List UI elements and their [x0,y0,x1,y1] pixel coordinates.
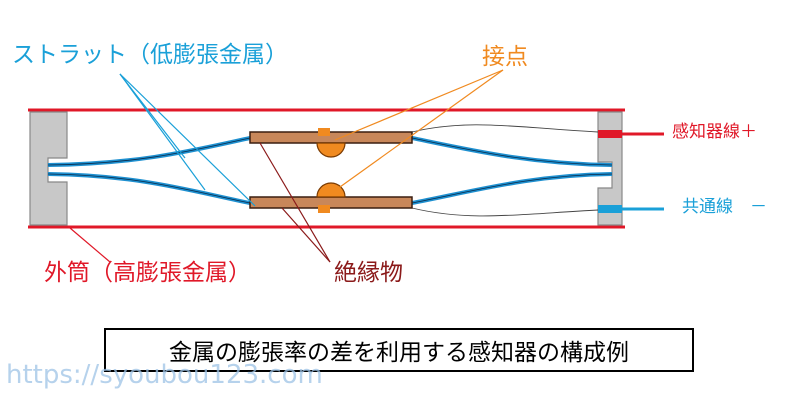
plus-terminal [598,130,622,138]
upper-insulator [249,131,413,144]
insulator-leader-2 [281,207,331,263]
strut-leader-3 [119,73,256,207]
upper-contact [316,142,346,158]
insulator-label: 絶縁物 [334,260,403,286]
strut-leader-1 [119,73,206,191]
caption-text: 金属の膨張率の差を利用する感知器の構成例 [169,340,629,366]
right-end-cap [597,111,623,226]
wire-plus-label: 感知器線＋ [672,122,757,142]
caption-box: 金属の膨張率の差を利用する感知器の構成例 [104,328,694,372]
contact-label: 接点 [482,44,528,70]
strut-label: ストラット（低膨張金属） [12,42,288,68]
lower-insulator [249,196,413,209]
outer-tube-label: 外筒（高膨張金属） [44,260,251,286]
thin-wire-lower [411,207,599,217]
strut-leader-2 [119,73,186,159]
thin-wire-upper [411,124,599,133]
left-end-cap [29,111,68,226]
contact-leader-2 [332,69,504,193]
lower-contact [316,182,346,198]
wire-common-label: 共通線 － [682,197,767,217]
contact-leader-1 [334,69,504,141]
insulator-leader-1 [259,142,331,263]
watermark: https://syoubou123.com [6,360,323,390]
common-terminal [598,205,622,213]
outer-tube-leader [69,227,111,263]
